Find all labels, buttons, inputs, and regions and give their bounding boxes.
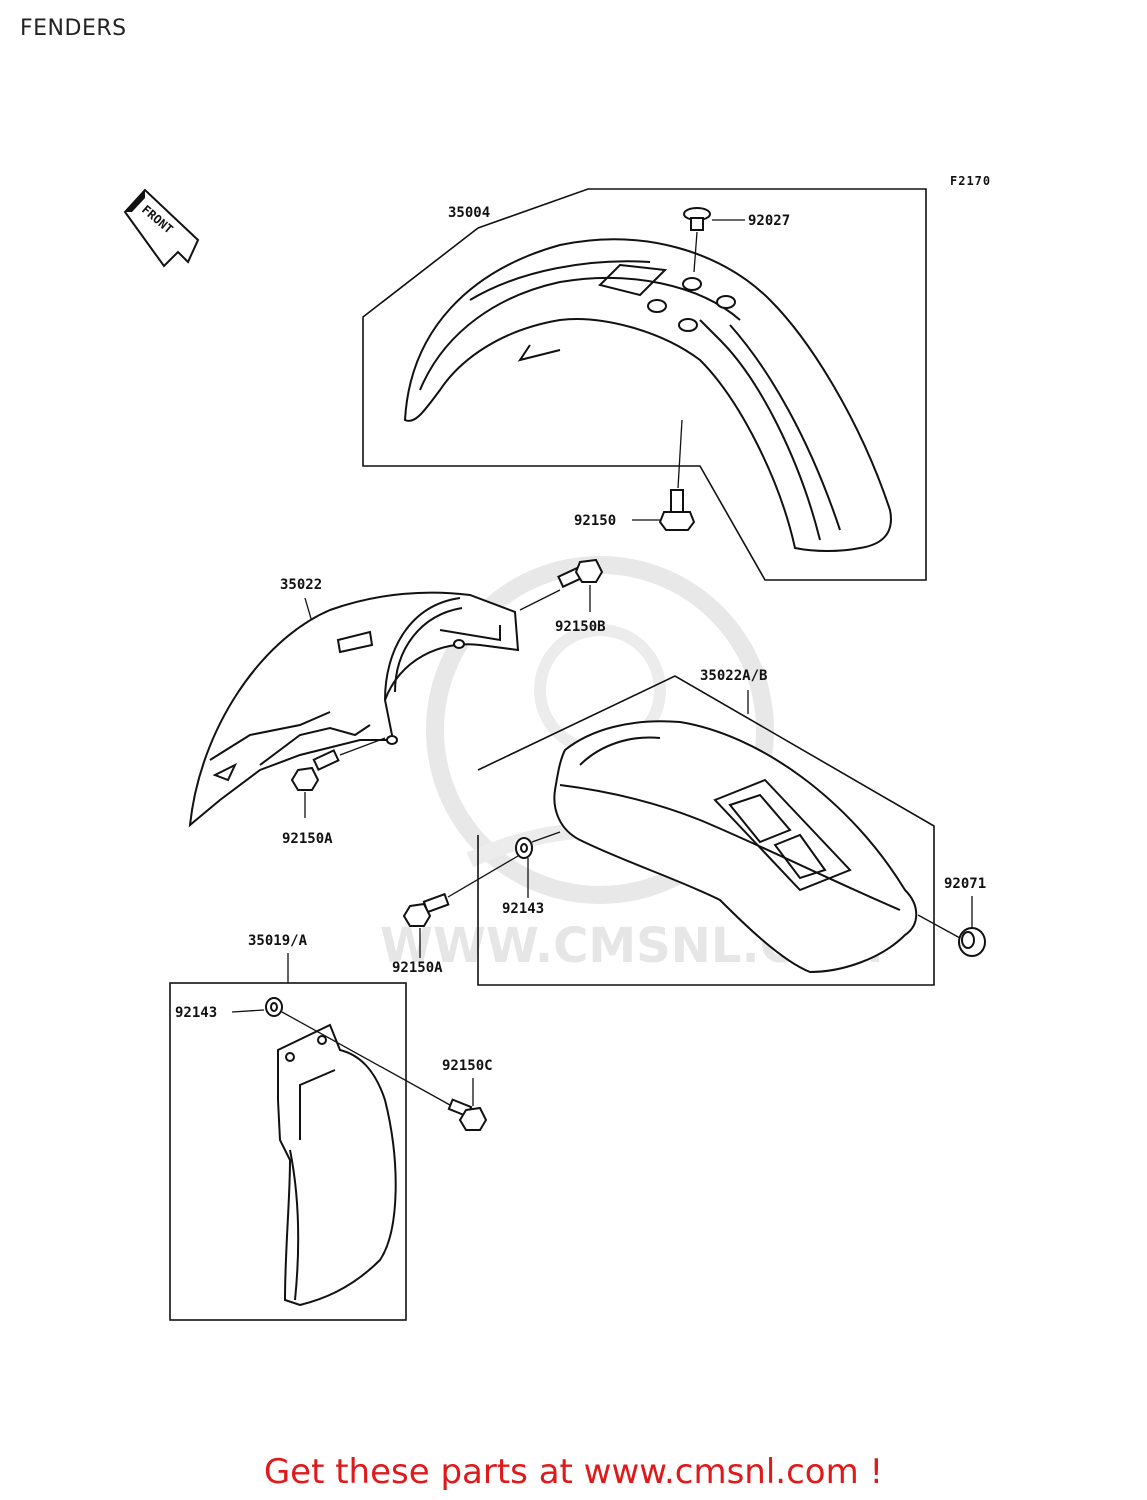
label-35022AB: 35022A/B — [700, 668, 767, 684]
figure-ref: F2170 — [950, 174, 991, 188]
label-35019A: 35019/A — [248, 933, 308, 949]
label-92150C: 92150C — [442, 1058, 493, 1074]
bolt-92150A-left-icon — [290, 749, 340, 791]
rear-fender-35022AB — [553, 720, 918, 974]
page-title: FENDERS — [20, 16, 127, 41]
label-35004: 35004 — [448, 205, 490, 221]
fender-35022 — [188, 591, 520, 828]
label-92071: 92071 — [944, 876, 986, 892]
label-92143-mid: 92143 — [502, 901, 544, 917]
bolt-92150C-icon — [447, 1098, 488, 1131]
grommet-92071-icon — [958, 927, 986, 957]
label-92150A-left: 92150A — [282, 831, 333, 847]
label-92150B: 92150B — [555, 619, 606, 635]
footer-link-text[interactable]: Get these parts at www.cmsnl.com ! — [263, 1452, 884, 1492]
front-arrow-icon: FRONT — [123, 188, 200, 268]
bolt-92150-icon — [658, 489, 696, 531]
rivet-92027-icon — [683, 207, 711, 231]
front-fender-35004 — [403, 238, 892, 552]
label-92143-low: 92143 — [175, 1005, 217, 1021]
clip-hole-icon — [386, 639, 465, 745]
bolt-92150B-icon — [557, 558, 604, 589]
bolt-92150A-mid-icon — [402, 892, 450, 927]
label-92027: 92027 — [748, 213, 790, 229]
mount-hole-icon — [285, 1035, 327, 1062]
group-box-35022AB — [477, 675, 935, 986]
mud-guard-35019A — [277, 1023, 397, 1307]
label-92150: 92150 — [574, 513, 616, 529]
washer-hole-icons — [647, 277, 736, 332]
group-box-35004 — [362, 188, 927, 581]
label-35022: 35022 — [280, 577, 322, 593]
washer-92143-mid-icon — [515, 837, 533, 859]
label-92150A-mid: 92150A — [392, 960, 443, 976]
parts-diagram: WWW.CMSNL.COM FRONT F2170 35004 92027 92 — [123, 174, 991, 1321]
washer-92143-low-icon — [265, 997, 283, 1017]
